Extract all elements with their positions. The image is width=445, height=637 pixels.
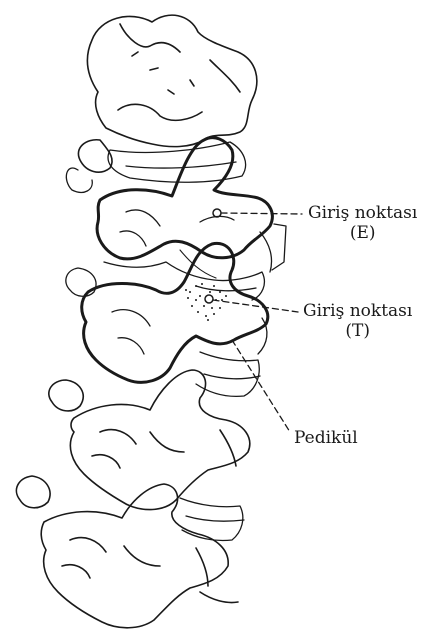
vertebra-e bbox=[97, 138, 286, 278]
leader-line-e bbox=[221, 213, 302, 214]
label-entry-point-t: Giriş noktası (T) bbox=[303, 301, 412, 341]
label-entry-point-e-line1: Giriş noktası bbox=[308, 203, 417, 223]
entry-point-t-marker bbox=[205, 295, 213, 303]
leader-line-t bbox=[213, 300, 298, 312]
label-entry-point-e: Giriş noktası (E) bbox=[308, 203, 417, 243]
label-pedicle: Pedikül bbox=[294, 428, 358, 448]
label-entry-point-t-line2: (T) bbox=[303, 321, 412, 341]
entry-point-e-marker bbox=[213, 209, 221, 217]
disc-bottom bbox=[180, 498, 244, 541]
label-entry-point-t-line1: Giriş noktası bbox=[303, 301, 412, 321]
label-entry-point-e-line2: (E) bbox=[308, 223, 417, 243]
vertebra-lower-2 bbox=[16, 476, 238, 628]
leader-line-pedicle bbox=[232, 340, 290, 432]
